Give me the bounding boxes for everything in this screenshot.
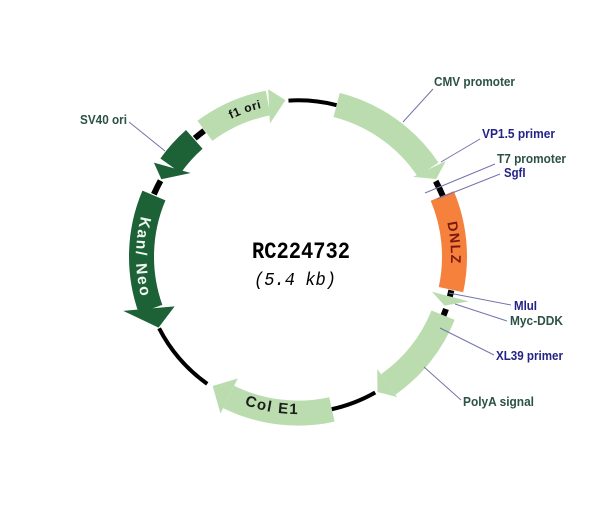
svg-text:PolyA signal: PolyA signal [463,394,534,409]
svg-text:CMV promoter: CMV promoter [434,74,515,89]
svg-text:Myc-DDK: Myc-DDK [510,313,564,328]
svg-text:SV40 ori: SV40 ori [80,112,127,127]
svg-text:SgfI: SgfI [504,165,526,180]
svg-text:MluI: MluI [514,298,537,313]
svg-text:T7 promoter: T7 promoter [497,151,566,166]
svg-text:XL39 primer: XL39 primer [496,348,563,363]
svg-text:VP1.5 primer: VP1.5 primer [482,126,555,141]
svg-text:Kan/ Neo: Kan/ Neo [132,215,154,299]
svg-text:RC224732: RC224732 [252,239,350,265]
svg-text:DNLZ: DNLZ [444,220,464,265]
svg-text:(5.4 kb): (5.4 kb) [254,271,336,291]
